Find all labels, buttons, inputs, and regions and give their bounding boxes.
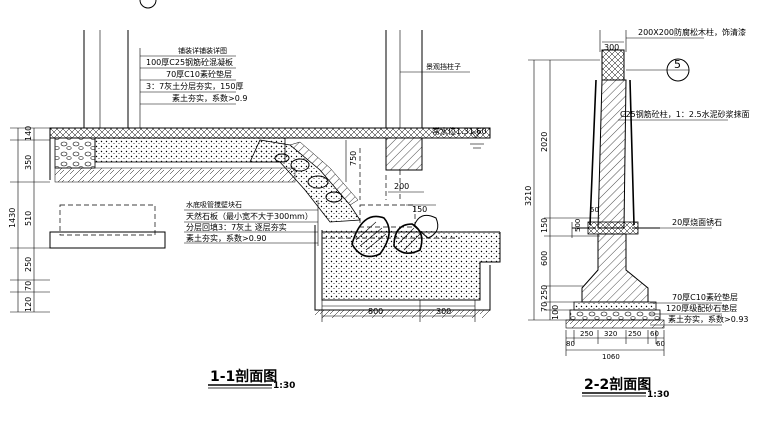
- water-level-label: 常水位1.31.60: [432, 126, 487, 136]
- column-outline-thick: [589, 79, 635, 226]
- section2-scale: 1:30: [647, 390, 669, 400]
- dim-2020: 2020: [540, 132, 549, 152]
- left-dimension-chain: [10, 127, 50, 313]
- retaining-wall: [385, 137, 423, 171]
- dim-510: 510: [24, 211, 33, 226]
- layer-label-1: 铺装详铺装详图: [178, 46, 227, 55]
- gravel-fill-left: [54, 137, 96, 169]
- dim-300: 300: [436, 307, 451, 316]
- dim-140: 140: [24, 126, 33, 141]
- pond-bottom-soil: [315, 310, 490, 318]
- dim-800: 800: [368, 307, 383, 316]
- detail-marker-partial: [139, 0, 157, 9]
- detail-reference-number: 5: [674, 58, 681, 71]
- post-label: 景观挡柱子: [426, 62, 461, 71]
- section1-scale: 1:30: [273, 381, 295, 391]
- dim-1060: 1060: [602, 353, 620, 361]
- dim-320: 320: [604, 330, 617, 338]
- base-label-1: 70厚C10素砼垫层: [672, 292, 738, 302]
- footing-left-base: [49, 231, 166, 249]
- dim-60-b: 60: [650, 330, 659, 338]
- pond-leaders: [184, 200, 319, 246]
- base-label-3: 素土夯实，系数>0.93: [668, 314, 749, 324]
- dim-200: 200: [394, 182, 409, 191]
- column-outlines: [83, 30, 423, 128]
- section-1-1: 140 350 510 250 70 120 1430 铺装详铺装详图 100厚…: [8, 30, 501, 391]
- section1-title: 1-1剖面图: [210, 368, 277, 385]
- concrete-pad: [573, 301, 657, 311]
- pond-slope-hatch: [289, 141, 359, 206]
- dim-70-v: 70: [540, 302, 549, 312]
- dim-120: 120: [24, 297, 33, 312]
- dim-70: 70: [24, 281, 33, 291]
- dim-cap-300: 300: [604, 43, 619, 52]
- footing-right: [359, 204, 416, 228]
- dim-250-b2: 250: [628, 330, 641, 338]
- pond-label-4: 素土夯实，系数>0.90: [186, 233, 267, 243]
- vertical-dimension-chain: [528, 59, 600, 321]
- column-cap: [601, 49, 625, 81]
- section-2-2: 300 5 200X200防腐松木柱，饰清漆 C25钢筋砼柱，1：2.5水泥砂浆…: [524, 27, 750, 400]
- dim-250: 250: [24, 257, 33, 272]
- dim-60-right: 60: [656, 340, 665, 348]
- layer-label-3: 70厚C10素砼垫层: [166, 69, 232, 79]
- layer-label-4: 3：7灰土分层夯实，150厚: [146, 81, 243, 91]
- base-label-2: 120厚级配砂石垫层: [666, 303, 737, 313]
- dim-150-v: 150: [540, 218, 549, 233]
- bottom-dimension: [321, 300, 476, 322]
- dim-750: 750: [349, 151, 358, 166]
- pond-basin: [321, 230, 501, 301]
- dim-80: 80: [566, 340, 575, 348]
- slope-rocks: [274, 153, 343, 203]
- dim-50: 50: [590, 206, 599, 214]
- dim-250-b1: 250: [580, 330, 593, 338]
- bottom-dimension-2: [565, 330, 665, 356]
- dim-1430: 1430: [8, 208, 17, 228]
- dim-500: 500: [574, 219, 582, 232]
- pond-label-2: 天然石板（最小宽不大于300mm）: [186, 211, 313, 221]
- column-label: C25钢筋砼柱，1：2.5水泥砂浆抹面: [620, 109, 750, 119]
- layer-label-2: 100厚C25钢筋砼混凝板: [146, 57, 233, 67]
- layer-label-5: 素土夯实，系数>0.9: [172, 93, 247, 103]
- pond-label-1: 水底吸管搅壁块石: [186, 200, 242, 209]
- water-level-symbol: [471, 131, 481, 139]
- dim-150: 150: [412, 205, 427, 214]
- pond-label-3: 分层回填3：7灰土 逐层夯实: [186, 222, 287, 232]
- section2-title: 2-2剖面图: [584, 376, 651, 393]
- column-body: [597, 79, 627, 229]
- layer-leaders: [139, 48, 236, 128]
- gravel-pad: [569, 309, 661, 321]
- stone-label: 20厚烧面锈石: [672, 217, 722, 227]
- dim-250-v: 250: [540, 285, 549, 300]
- soil-layer: [54, 167, 296, 183]
- boulders: [351, 214, 439, 258]
- column-footing: [581, 233, 649, 303]
- dim-100-v: 100: [551, 305, 560, 320]
- soil-pad: [565, 319, 665, 329]
- dim-350: 350: [24, 155, 33, 170]
- footing-left: [59, 204, 156, 236]
- dim-600: 600: [540, 251, 549, 266]
- paving-slab: [49, 127, 491, 139]
- cap-label: 200X200防腐松木柱，饰清漆: [638, 27, 746, 37]
- dim-3210: 3210: [524, 186, 533, 206]
- base-leaders: [650, 302, 722, 326]
